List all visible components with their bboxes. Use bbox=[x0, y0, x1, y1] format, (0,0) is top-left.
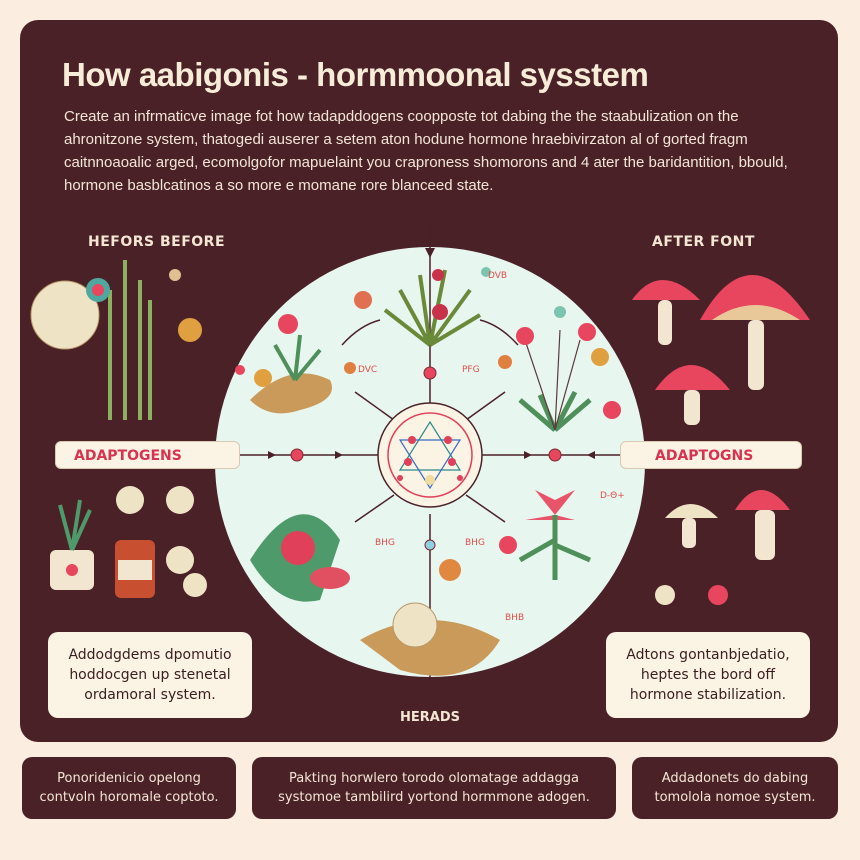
root-bottom-icon bbox=[360, 559, 500, 676]
tag-label: BHG bbox=[465, 538, 485, 548]
arrow-icon bbox=[425, 680, 435, 690]
after-note: Adtons gontanbjedatio, heptes the bord o… bbox=[606, 632, 810, 718]
flower-right-icon bbox=[499, 490, 591, 580]
before-note: Addodgdems dpomutio hoddocgen up steneta… bbox=[48, 632, 252, 718]
adaptogens-left-label: ADAPTOGENS bbox=[55, 441, 240, 469]
after-label: AFTER FONT bbox=[652, 234, 755, 250]
herbs-label: HERADS bbox=[400, 710, 460, 725]
plant-top-icon bbox=[354, 267, 491, 347]
footer-box-center: Pakting horwlero torodo olomatage addagg… bbox=[252, 757, 616, 819]
arrow-icon bbox=[524, 451, 532, 459]
adaptogens-right-label: ADAPTOGNS bbox=[620, 441, 802, 469]
hormone-network-icon bbox=[377, 402, 483, 508]
arrow-icon bbox=[425, 248, 435, 258]
arrow-icon bbox=[268, 451, 276, 459]
arrow-icon bbox=[335, 451, 343, 459]
plant-right-icon bbox=[498, 306, 621, 432]
footer-box-left: Ponoridenicio opelong contvoln horomale … bbox=[22, 757, 236, 819]
before-label: HEFORS BEFORE bbox=[88, 234, 226, 250]
tag-label: DVB bbox=[488, 271, 507, 281]
tag-label: DVC bbox=[358, 365, 377, 375]
ginseng-root-icon bbox=[235, 314, 356, 414]
tag-label: PFG bbox=[462, 365, 480, 375]
page-title: How aabigonis - hormmoonal sysstem bbox=[62, 56, 649, 93]
herb-bowl-icon bbox=[250, 514, 350, 602]
tag-label: BHB bbox=[505, 613, 524, 623]
before-plants-icon bbox=[30, 260, 202, 420]
tag-label: BHG bbox=[375, 538, 395, 548]
before-jars-icon bbox=[50, 486, 207, 598]
arrow-icon bbox=[587, 451, 595, 459]
footer-box-right: Addadonets do dabing tomolola nomoe syst… bbox=[632, 757, 838, 819]
arrow-heads bbox=[268, 248, 595, 690]
after-mushrooms-icon bbox=[632, 275, 810, 605]
tag-label: D-Θ+ bbox=[600, 491, 625, 501]
intro-text: Create an infrmaticve image fot how tada… bbox=[64, 108, 788, 194]
